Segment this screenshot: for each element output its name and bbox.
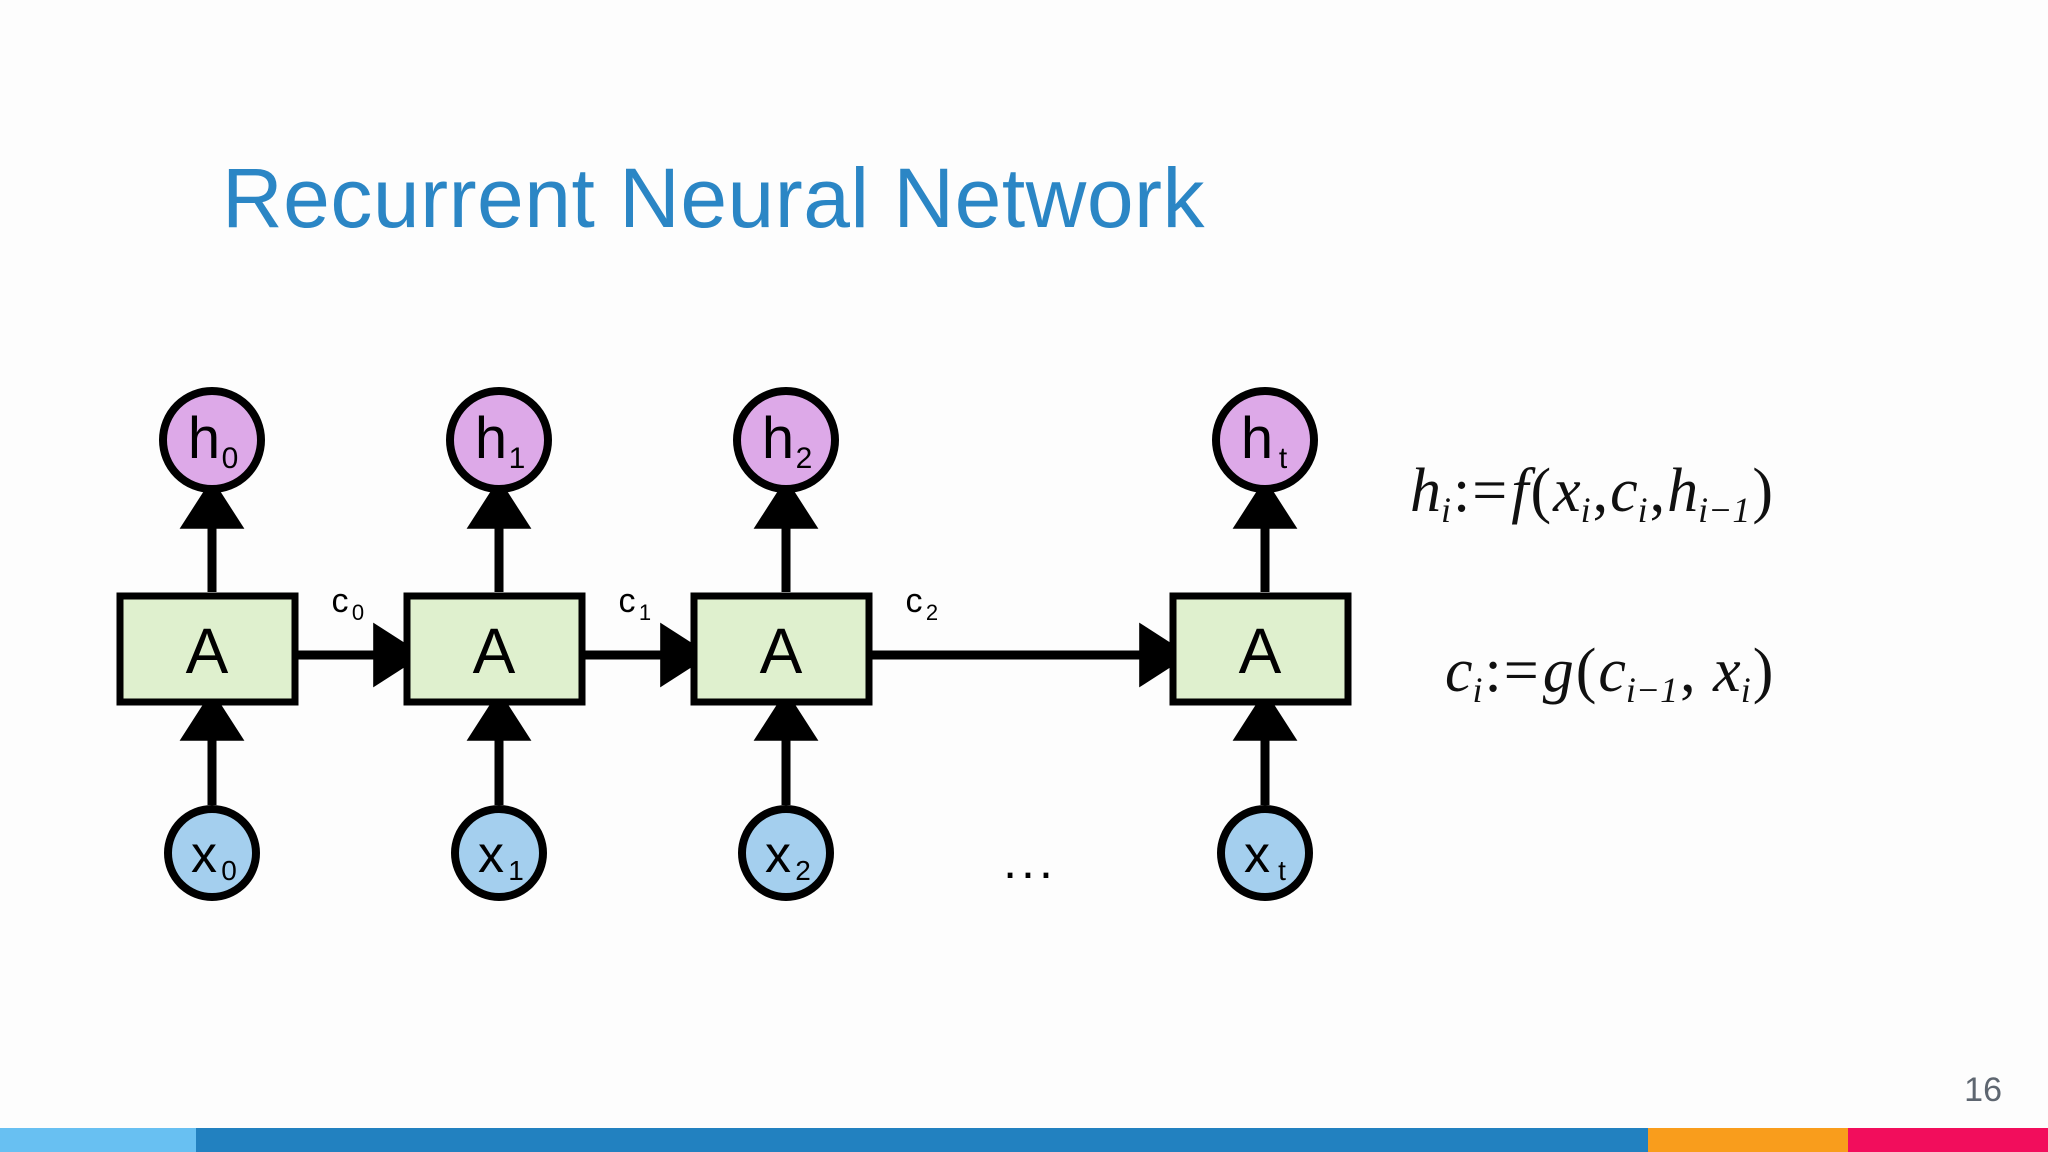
hidden-node-circle-2: [733, 387, 839, 493]
accent-segment-light-blue: [0, 1128, 196, 1152]
state-label-2: c 2: [906, 582, 939, 625]
input-node-label-t: x: [1244, 826, 1270, 884]
state-label-sub-0: 0: [352, 600, 364, 625]
rnn-cell-box-0: [116, 592, 299, 706]
input-node-label-0: x: [191, 826, 217, 884]
sequence-ellipsis: ...: [1003, 833, 1057, 889]
formula-h-arg2: h: [1667, 457, 1699, 525]
input-node-sub-1: 1: [508, 855, 524, 886]
input-node-0: x 0: [164, 805, 260, 901]
hidden-node-0: h 0: [159, 387, 265, 493]
rnn-unrolled-diagram: h 0 h 1 h 2 h t A: [116, 387, 1352, 901]
formula-h-paren-open: (: [1530, 457, 1552, 525]
rnn-cell-t: A: [1169, 592, 1352, 706]
rnn-cell-box-t: [1169, 592, 1352, 706]
arrow-cell-to-hidden-group: [179, 478, 1298, 592]
input-node-label-2: x: [765, 826, 791, 884]
input-node-label-1: x: [478, 826, 504, 884]
input-node-sub-2: 2: [795, 855, 811, 886]
rnn-cell-label-0: A: [186, 615, 229, 687]
page-number: 16: [1964, 1071, 2002, 1109]
formula-h-lhs-sub: i: [1441, 489, 1451, 530]
formula-h-arg1: c: [1610, 457, 1638, 525]
hidden-node-circle-t: [1212, 387, 1318, 493]
formula-c-fn: g: [1542, 637, 1574, 705]
formula-c-arg0: c: [1598, 637, 1626, 705]
hidden-node-label-0: h: [188, 406, 220, 471]
rnn-cell-box-2: [690, 592, 873, 706]
hidden-node-label-t: h: [1241, 406, 1273, 471]
rnn-cell-label-1: A: [473, 615, 516, 687]
formula-h-op: :=: [1453, 457, 1510, 525]
hidden-node-1: h 1: [446, 387, 552, 493]
rnn-cell-label-t: A: [1239, 615, 1282, 687]
formula-h-arg0: x: [1553, 457, 1581, 525]
formula-c-paren-close: ): [1752, 637, 1774, 705]
formula-hidden-state: hi:=f(xi,ci,hi−1): [1410, 460, 1775, 529]
state-label-0: c 0: [332, 582, 365, 625]
state-label-1: c 1: [619, 582, 652, 625]
page-title: Recurrent Neural Network: [222, 151, 1206, 246]
hidden-node-circle-1: [446, 387, 552, 493]
formula-h-fn: f: [1511, 457, 1529, 525]
input-node-circle-1: [451, 805, 547, 901]
formula-h-comma-1: ,: [1649, 457, 1666, 525]
hidden-node-t: h t: [1212, 387, 1318, 493]
state-label-text-0: c: [332, 582, 349, 620]
input-node-t: x t: [1217, 805, 1313, 901]
rnn-cell-label-2: A: [760, 615, 803, 687]
state-label-text-1: c: [619, 582, 636, 620]
rnn-cell-1: A: [403, 592, 586, 706]
state-label-sub-1: 1: [639, 600, 651, 625]
formula-h-lhs: h: [1410, 457, 1441, 525]
formula-h-paren-close: ): [1752, 457, 1774, 525]
input-node-circle-t: [1217, 805, 1313, 901]
input-node-2: x 2: [738, 805, 834, 901]
input-node-circle-0: [164, 805, 260, 901]
formula-h-comma-0: ,: [1592, 457, 1609, 525]
state-label-text-2: c: [906, 582, 923, 620]
hidden-node-2: h 2: [733, 387, 839, 493]
formula-cell-state: ci:=g(ci−1, xi): [1445, 640, 1775, 709]
formula-c-arg0-sub: i−1: [1625, 669, 1679, 710]
hidden-node-circle-0: [159, 387, 265, 493]
input-node-1: x 1: [451, 805, 547, 901]
arrow-input-to-cell-group: [179, 690, 1298, 805]
state-label-sub-2: 2: [926, 600, 938, 625]
accent-segment-crimson: [1848, 1128, 2048, 1152]
accent-segment-orange: [1648, 1128, 1848, 1152]
rnn-cell-0: A: [116, 592, 299, 706]
formula-c-arg1-sub: i: [1740, 669, 1751, 710]
input-node-sub-t: t: [1278, 855, 1286, 886]
hidden-node-label-2: h: [762, 406, 794, 471]
accent-bar: [0, 1128, 2048, 1152]
hidden-node-sub-1: 1: [509, 442, 526, 475]
hidden-node-sub-t: t: [1279, 442, 1288, 475]
formula-h-arg0-sub: i: [1580, 489, 1591, 530]
hidden-node-label-1: h: [475, 406, 507, 471]
formula-h-arg1-sub: i: [1637, 489, 1648, 530]
hidden-node-sub-2: 2: [796, 442, 813, 475]
input-node-sub-0: 0: [221, 855, 237, 886]
accent-segment-blue: [196, 1128, 1648, 1152]
formula-c-lhs-sub: i: [1472, 669, 1483, 710]
formula-c-lhs: c: [1445, 637, 1473, 705]
formula-c-paren-open: (: [1575, 637, 1597, 705]
hidden-node-sub-0: 0: [222, 442, 239, 475]
formula-h-arg2-sub: i−1: [1698, 489, 1751, 530]
formula-c-comma-0: ,: [1680, 637, 1712, 705]
rnn-cell-box-1: [403, 592, 586, 706]
formula-c-arg1: x: [1713, 637, 1741, 705]
formula-c-op: :=: [1484, 637, 1541, 705]
input-node-circle-2: [738, 805, 834, 901]
rnn-cell-2: A: [690, 592, 873, 706]
